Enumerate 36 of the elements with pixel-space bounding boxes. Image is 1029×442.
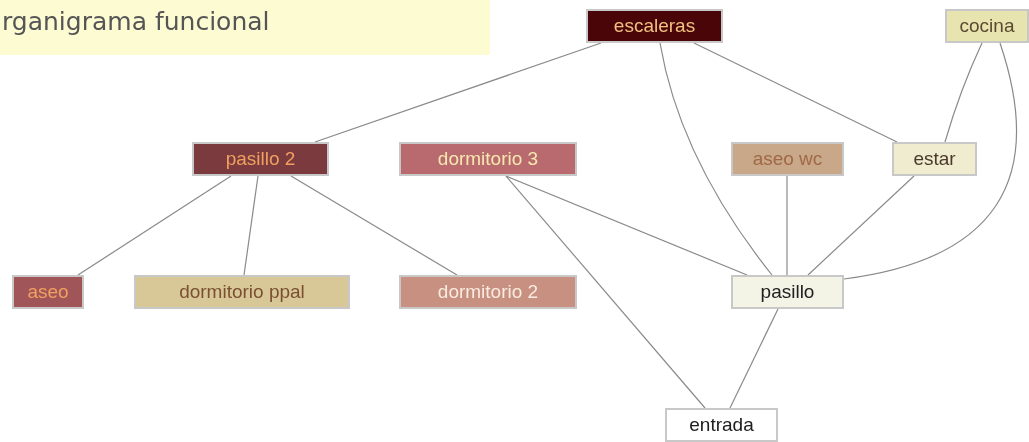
connector-line xyxy=(944,42,983,143)
connector-line xyxy=(729,308,779,409)
connector-line xyxy=(243,175,259,276)
room-box xyxy=(731,275,844,309)
room-label: cocina xyxy=(959,15,1015,37)
room-box xyxy=(134,275,350,309)
room-box xyxy=(12,275,84,309)
room-box xyxy=(586,9,723,43)
room-label: pasillo 2 xyxy=(225,148,296,170)
room-box xyxy=(665,408,778,442)
room-box xyxy=(399,142,577,176)
room-label: dormitorio 2 xyxy=(437,281,539,303)
room-label: aseo xyxy=(27,281,69,303)
room-label: pasillo xyxy=(760,281,815,303)
connector-line xyxy=(77,175,232,276)
room-label: escaleras xyxy=(613,15,696,37)
connector-line xyxy=(843,42,1018,280)
connector-line xyxy=(505,175,748,276)
connector-line xyxy=(786,175,788,276)
connector-line xyxy=(693,42,898,143)
connector-line xyxy=(807,175,915,276)
connector-line xyxy=(290,175,458,276)
room-label: dormitorio ppal xyxy=(179,281,305,303)
room-label: entrada xyxy=(689,414,754,436)
connector-line xyxy=(314,42,602,143)
room-label: estar xyxy=(913,148,956,170)
connector-line xyxy=(659,42,773,276)
room-box xyxy=(399,275,577,309)
room-box xyxy=(192,142,329,176)
diagram-title: rganigrama funcional xyxy=(2,7,270,36)
room-label: aseo wc xyxy=(752,148,823,170)
room-box xyxy=(945,9,1029,43)
room-box xyxy=(731,142,844,176)
room-label: dormitorio 3 xyxy=(437,148,539,170)
room-box xyxy=(892,142,977,176)
connector-line xyxy=(505,175,706,409)
